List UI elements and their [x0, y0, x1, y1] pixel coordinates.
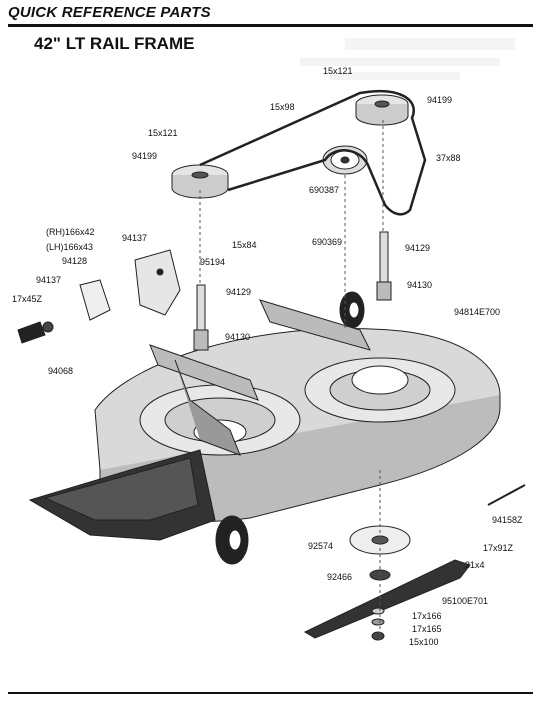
- footer-rule: [8, 692, 533, 694]
- part-label-15x98: 15x98: [270, 102, 295, 112]
- part-label-15x121-top: 15x121: [323, 66, 353, 76]
- part-label-94129-mid: 94129: [226, 287, 252, 297]
- lift-bracket: [134, 249, 181, 316]
- part-label-37x88: 37x88: [436, 153, 461, 163]
- part-label-94137-left: 94137: [36, 275, 62, 285]
- part-label-17x165: 17x165: [412, 624, 442, 634]
- part-label-690387: 690387: [309, 185, 340, 195]
- part-label-17x45z: 17x45Z: [12, 294, 43, 304]
- page-title: 42" LT RAIL FRAME: [34, 34, 195, 53]
- rail-frame: [149, 299, 371, 456]
- part-label-17x166: 17x166: [412, 611, 442, 621]
- part-label-92574: 92574: [308, 541, 334, 551]
- pulley-right-94199: [355, 94, 409, 126]
- part-label-94158z: 94158Z: [492, 515, 523, 525]
- small-bracket: [79, 279, 111, 321]
- clip-94068: [17, 321, 54, 344]
- part-label-690369: 690369: [312, 237, 343, 247]
- rear-gauge-wheel: [339, 291, 365, 329]
- part-label-17x91z: 17x91Z: [483, 543, 514, 553]
- spindle-right: [376, 231, 392, 301]
- part-label-15x121-left: 15x121: [148, 128, 178, 138]
- discharge-chute: [28, 449, 216, 541]
- part-label-31x4: 31x4: [465, 560, 485, 570]
- part-label-94199-right: 94199: [427, 95, 453, 105]
- header-title: QUICK REFERENCE PARTS: [8, 4, 211, 21]
- rod-94158z: [487, 484, 526, 506]
- page-header: QUICK REFERENCE PARTS: [8, 2, 533, 27]
- part-label-15x100: 15x100: [409, 637, 439, 647]
- front-gauge-wheel: [215, 515, 249, 565]
- part-label-94137-top: 94137: [122, 233, 148, 243]
- spindle-left: [193, 284, 209, 351]
- part-label-94199-left: 94199: [132, 151, 158, 161]
- drive-belt-37x88: [199, 89, 427, 216]
- part-label-15x84: 15x84: [232, 240, 257, 250]
- blade-pulley-92574: [349, 525, 411, 581]
- part-label-lh166x43: (LH)166x43: [46, 242, 94, 252]
- part-label-94814e700: 94814E700: [454, 307, 501, 317]
- part-label-rh166x42: (RH)166x42: [46, 227, 95, 237]
- mower-blade: [303, 559, 471, 639]
- part-label-94128: 94128: [62, 256, 88, 266]
- hardware-stack: [371, 607, 385, 641]
- part-label-95194: 95194: [200, 257, 226, 267]
- part-label-94130-mid: 94130: [225, 332, 251, 342]
- part-label-95100e701: 95100E701: [442, 596, 489, 606]
- part-label-94130-right: 94130: [407, 280, 433, 290]
- show-through-ghost: [300, 38, 515, 80]
- part-label-92466: 92466: [327, 572, 353, 582]
- pulley-left-94199: [171, 164, 229, 199]
- part-label-94068: 94068: [48, 366, 74, 376]
- centerlines: [199, 120, 384, 640]
- part-label-94129-right: 94129: [405, 243, 431, 253]
